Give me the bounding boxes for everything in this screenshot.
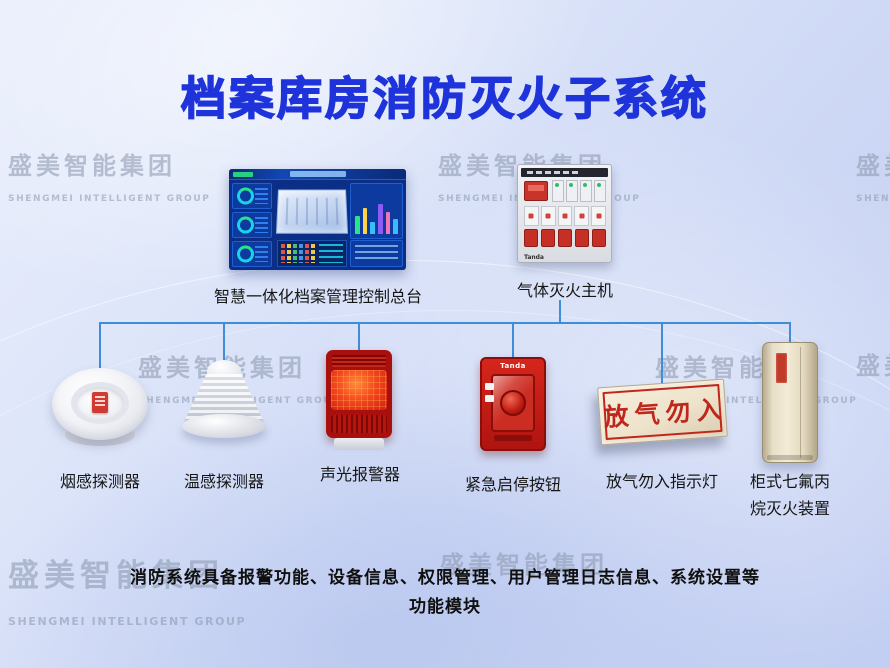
connector-drop-heat [223,322,225,362]
watermark-en: SHENGMEI INTELLIGENT GROUP [856,194,890,204]
red-knob [500,390,526,416]
switch-cell [524,206,539,226]
tag [485,395,494,402]
dashboard-ring-panel [232,183,272,209]
dashboard-3d-room-graphic [275,189,349,234]
watermark-cn: 盛美智能集团 [856,352,890,380]
button-housing: Tanda [480,357,546,451]
connector-drop-cabinet [789,322,791,344]
bar [393,219,399,234]
indicator-cell [552,180,564,202]
red-button-cell [592,229,606,247]
switch-cell [540,206,556,226]
page-title: 档案库房消防灭火子系统 [180,71,709,126]
watermark-en: SHENGMEI INTELLIGENT GROUP [8,194,211,204]
switch-cell [591,206,606,226]
red-button-cell [541,229,555,247]
connector-bus [99,322,791,324]
gas-host-graphic: Tanda [517,164,612,263]
bar [385,212,391,234]
dashboard-bottom-right-panel [350,240,403,267]
connector-drop-sign [661,322,663,386]
emergency-button-graphic: Tanda [478,357,548,459]
red-button-cell [575,229,589,247]
switch-cell [557,206,573,226]
connector-drop-smoke [99,322,101,370]
brand-text: Tanda [524,254,544,261]
watermark-cn: 盛美智能集团 [655,354,823,382]
gas-host-display [524,181,548,201]
cabinet-base [767,455,813,460]
cabinet-seam [800,347,801,458]
detector-red-label [92,392,108,413]
dashboard-heatmap [281,244,317,263]
gas-host-indicator-grid [552,180,606,202]
dashboard-ring-panel [232,241,272,267]
watermark: 盛美智能集团 SHENGMEI INTELLIGENT GROUP [8,146,210,204]
alarm-body [326,350,392,438]
label-warning-sign: 放气勿入指示灯 [605,472,718,491]
button-base [494,435,532,441]
label-smoke-detector: 烟感探测器 [59,472,140,491]
bar [362,208,368,234]
detector-base-ring [182,414,266,438]
heat-detector-graphic [180,360,268,454]
warning-sign-graphic: 放气勿入 [597,378,728,446]
watermark-cn: 盛美智能集团 [856,152,890,180]
dashboard-microbars [319,244,343,263]
dashboard-bar-chart [350,183,403,239]
watermark: 盛美智能集团 [856,346,890,381]
cabinet-extinguisher-graphic [762,342,818,463]
indicator-cell [594,180,606,202]
dashboard-bottom-panel [277,240,347,267]
watermark-cn: 盛美智能集团 [8,152,176,180]
alarm-speaker [331,415,387,433]
indicator-cell [580,180,592,202]
brand-text: Tanda [500,362,526,370]
button-side-tags [485,383,494,407]
dashboard-left-panels [232,183,272,267]
red-button-cell [558,229,572,247]
label-control-dashboard: 智慧一体化档案管理控制总台 [213,287,422,306]
connector-drop-button [512,322,514,358]
red-button-cell [524,229,538,247]
label-heat-detector: 温感探测器 [183,472,264,491]
control-dashboard-graphic [229,169,406,270]
cabinet-red-plate [776,353,787,383]
smoke-detector-graphic [50,366,150,456]
dashboard-header-bar [229,169,406,180]
bar [378,204,383,234]
footer-text-line1: 消防系统具备报警功能、设备信息、权限管理、用户管理日志信息、系统设置等 [130,568,760,588]
indicator-cell [566,180,578,202]
label-gas-host: 气体灭火主机 [516,281,613,300]
watermark: 盛美智能集团 SHENGMEI INTELLIGENT GROUP [856,146,890,204]
switch-cell [574,206,590,226]
bar [370,222,376,234]
button-window [491,374,535,432]
gas-host-button-row [524,229,606,247]
gas-host-switch-row [524,206,606,226]
dashboard-ring-panel [232,212,272,238]
alarm-mount [334,438,384,450]
connector-drop-strobe [358,322,360,352]
label-cabinet-extinguisher: 柜式七氟丙烷灭火装置 [749,472,830,518]
tag [485,383,494,390]
label-emergency-button: 紧急启停按钮 [464,475,561,494]
footer-text-line2: 功能模块 [409,597,481,617]
bar [355,216,360,234]
strobe-alarm-graphic [322,350,398,454]
label-strobe-alarm: 声光报警器 [319,465,400,484]
alarm-vents [332,355,386,367]
alarm-lens [331,370,387,410]
gas-host-header [521,168,608,177]
